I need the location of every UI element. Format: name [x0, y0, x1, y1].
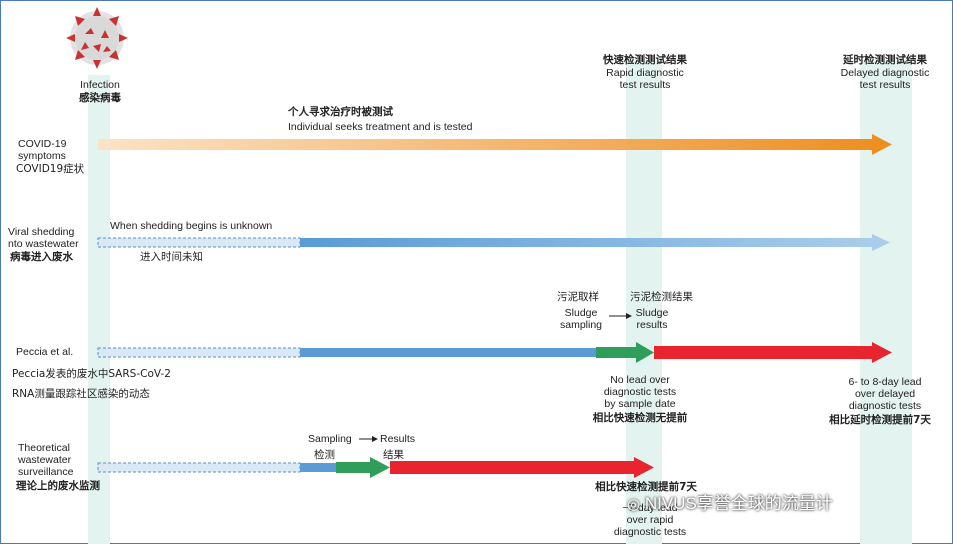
infection-label-zh: 感染病毒: [79, 92, 121, 104]
theory-lead-en2: over rapid: [626, 514, 674, 526]
peccia-label-zh1: Peccia发表的废水中SARS-CoV-2: [12, 368, 171, 380]
peccia-label-en: Peccia et al.: [16, 346, 74, 358]
theory-sampling-en: Sampling: [308, 433, 352, 445]
peccia-label-zh2: RNA测量跟踪社区感染的动态: [12, 388, 150, 400]
viral-note-en: When shedding begins is unknown: [110, 220, 273, 232]
viral-label-en2: nto wastewater: [8, 238, 79, 250]
lead-delayed-zh: 相比延时检测提前7天: [829, 414, 931, 426]
rapid-results-en2: test results: [619, 79, 671, 91]
sludge-sampling-en1: Sludge: [564, 307, 598, 319]
theory-label-en1: Theoretical: [18, 442, 70, 454]
sludge-results-en2: results: [636, 319, 668, 331]
no-lead-en1: No lead over: [610, 374, 670, 386]
infection-band: [88, 75, 110, 544]
theory-green-head: [370, 457, 390, 478]
theory-results-en: Results: [380, 433, 416, 445]
covid-label-en1: COVID-19: [18, 138, 67, 150]
viral-dashed-segment: [97, 237, 301, 248]
delayed-results-en1: Delayed diagnostic: [840, 67, 930, 79]
delayed-results-zh: 延时检测测试结果: [843, 54, 927, 66]
theory-lead-zh: 相比快速检测提前7天: [595, 481, 697, 493]
no-lead-zh: 相比快速检测无提前: [592, 412, 688, 424]
no-lead-en3: by sample date: [604, 398, 676, 410]
watermark-text: NIVUS享誉全球的流量计: [644, 494, 833, 513]
wechat-watermark: ◎ NIVUS享誉全球的流量计: [627, 489, 833, 514]
no-lead-en2: diagnostic tests: [603, 386, 677, 398]
theory-green-segment: [336, 462, 370, 473]
theory-sampling-to-results-arrowhead: [372, 436, 378, 442]
viral-note-zh: 进入时间未知: [140, 251, 203, 263]
viral-label-zh: 病毒进入废水: [10, 251, 73, 263]
peccia-dashed-segment: [97, 347, 301, 358]
infection-label-en: Infection: [80, 79, 120, 91]
theory-sampling-zh: 检测: [314, 449, 335, 461]
peccia-red-head: [872, 342, 892, 363]
sampling-to-results-arrowhead: [626, 313, 632, 319]
covid-label-en2: symptoms: [18, 150, 66, 162]
covid-note-en: Individual seeks treatment and is tested: [288, 121, 473, 133]
sludge-sampling-zh: 污泥取样: [557, 291, 599, 303]
viral-arrow-shaft: [300, 238, 872, 247]
theory-label-en3: surveillance: [18, 466, 74, 478]
theory-results-zh: 结果: [383, 449, 404, 461]
sludge-results-zh: 污泥检测结果: [630, 291, 693, 303]
theory-label-zh: 理论上的废水监测: [16, 480, 100, 492]
theory-lead-en3: diagnostic tests: [613, 526, 687, 538]
peccia-green-segment: [596, 347, 636, 358]
covid-note-zh: 个人寻求治疗时被测试: [288, 106, 393, 118]
lead-delayed-en3: diagnostic tests: [848, 400, 922, 412]
covid-label-zh: COVID19症状: [16, 163, 85, 175]
lead-delayed-en2: over delayed: [854, 388, 916, 400]
lead-delayed-en1: 6- to 8-day lead: [848, 376, 922, 388]
covid-arrow-head: [872, 134, 892, 155]
covid-arrow-shaft: [98, 139, 872, 150]
theory-lead-en1: ~7-day lead: [622, 502, 678, 514]
viral-label-en1: Viral shedding: [8, 226, 75, 238]
theory-dashed-segment: [97, 462, 301, 473]
delayed-results-en2: test results: [859, 79, 911, 91]
rapid-results-zh: 快速检测测试结果: [603, 54, 687, 66]
peccia-blue-segment: [300, 348, 596, 357]
theory-blue-segment: [300, 463, 336, 472]
peccia-green-head: [636, 342, 654, 363]
theory-label-en2: wastewater: [18, 454, 72, 466]
rapid-results-en1: Rapid diagnostic: [606, 67, 684, 79]
wechat-icon: ◎: [627, 496, 641, 513]
theory-red-segment: [390, 461, 634, 474]
sludge-sampling-en2: sampling: [559, 319, 603, 331]
viral-arrow-head: [872, 234, 890, 251]
virus-icon: [66, 7, 128, 69]
peccia-red-segment: [654, 346, 872, 359]
theory-red-head: [634, 457, 654, 478]
sludge-results-en1: Sludge: [635, 307, 669, 319]
